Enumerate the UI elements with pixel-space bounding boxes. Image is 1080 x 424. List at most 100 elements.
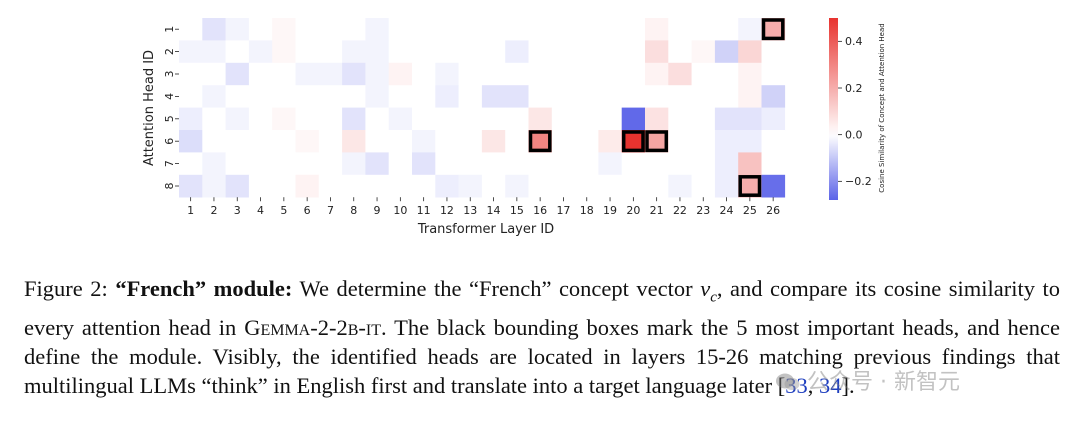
heatmap-cell: [575, 40, 599, 64]
heatmap-cell: [202, 152, 226, 176]
heatmap-cell: [458, 40, 483, 64]
heatmap-cell: [598, 174, 622, 198]
heatmap-cell: [179, 85, 203, 108]
heatmap-cell: [505, 62, 529, 86]
heatmap-cell: [528, 174, 553, 198]
heatmap-cell: [575, 174, 599, 198]
citation-33[interactable]: 33: [785, 373, 808, 398]
heatmap-cell: [761, 85, 786, 108]
x-tick-label: 12: [440, 204, 454, 217]
heatmap-cell: [528, 85, 553, 108]
heatmap-cell: [668, 130, 692, 153]
colorbar-ticks: 0.40.20.0−0.2: [838, 35, 872, 188]
wechat-icon: [776, 373, 800, 390]
heatmap-cell: [738, 40, 762, 64]
heatmap-cell: [342, 174, 366, 198]
heatmap-cell: [248, 152, 273, 176]
x-tick-label: 6: [304, 204, 311, 217]
heatmap-cell: [202, 130, 226, 153]
heatmap-cell: [272, 107, 296, 131]
heatmap-cell: [551, 40, 576, 64]
x-tick-label: 18: [580, 204, 594, 217]
heatmap-cell: [714, 18, 739, 41]
x-tick-label: 19: [603, 204, 617, 217]
heatmap-cell: [551, 174, 576, 198]
heatmap-cell: [458, 130, 483, 153]
heatmap-cell: [458, 174, 483, 198]
heatmap-cell: [528, 130, 553, 153]
heatmap-cell: [621, 130, 646, 153]
highlight-box: [761, 18, 785, 41]
heatmap-cell: [668, 18, 692, 41]
citation-34[interactable]: 34: [819, 372, 842, 398]
heatmap-cell: [645, 174, 669, 198]
heatmap-cell: [691, 62, 716, 86]
heatmap-cell: [388, 40, 413, 64]
heatmap-cell: [621, 174, 646, 198]
heatmap-cell: [435, 85, 459, 108]
heatmap-cell: [458, 62, 483, 86]
heatmap-cell: [248, 174, 273, 198]
heatmap-cell: [458, 18, 483, 41]
x-tick-label: 17: [556, 204, 570, 217]
heatmap-cell: [668, 85, 692, 108]
x-tick-label: 25: [743, 204, 757, 217]
heatmap-cell: [481, 174, 506, 198]
heatmap-cell: [505, 107, 529, 131]
heatmap-cell: [621, 62, 646, 86]
y-tick-label: 8: [163, 183, 176, 190]
highlight-box: [528, 130, 552, 153]
x-axis-label: Transformer Layer ID: [417, 222, 554, 237]
heatmap-cell: [691, 107, 716, 131]
heatmap-cell: [551, 152, 576, 176]
x-tick-label: 21: [650, 204, 664, 217]
heatmap-cell: [412, 174, 436, 198]
x-tick-label: 14: [487, 204, 501, 217]
heatmap-cell: [481, 107, 506, 131]
heatmap-cell: [388, 85, 413, 108]
heatmap-cell: [318, 40, 343, 64]
heatmap-cell: [691, 18, 716, 41]
heatmap-cell: [248, 107, 273, 131]
watermark-text: 公众号 · 新智元: [807, 370, 960, 395]
heatmap-cell: [761, 40, 786, 64]
heatmap-cell: [761, 107, 786, 131]
heatmap-cell: [714, 174, 739, 198]
heatmap-cell: [668, 174, 692, 198]
heatmap-cell: [691, 152, 716, 176]
heatmap-cell: [342, 107, 366, 131]
heatmap-cell: [738, 174, 762, 198]
heatmap-cell: [342, 62, 366, 86]
heatmap-cell: [295, 107, 320, 131]
heatmap-cell: [388, 18, 413, 41]
heatmap-cell: [551, 62, 576, 86]
colorbar-label: Cosine Similarity of Concept and Attenti…: [878, 23, 886, 192]
x-tick-label: 9: [374, 204, 381, 217]
heatmap-cell: [621, 18, 646, 41]
heatmap-cell: [225, 18, 250, 41]
heatmap-cell: [714, 85, 739, 108]
heatmap-cell: [295, 130, 320, 153]
heatmap-cell: [481, 130, 506, 153]
x-tick-label: 20: [626, 204, 640, 217]
watermark: 公众号 · 新智元: [775, 364, 960, 396]
heatmap-cell: [551, 85, 576, 108]
heatmap-cell: [179, 107, 203, 131]
heatmap-cell: [342, 130, 366, 153]
colorbar-tick-label: 0.4: [845, 35, 863, 48]
model-name: Gemma-2-2b-it: [244, 314, 381, 340]
x-tick-label: 8: [350, 204, 357, 217]
heatmap-cell: [691, 85, 716, 108]
heatmap-cell: [179, 62, 203, 86]
heatmap-cells: [179, 18, 786, 198]
heatmap-cell: [738, 62, 762, 86]
heatmap-cell: [225, 152, 250, 176]
y-tick-label: 7: [163, 160, 176, 167]
heatmap-cell: [528, 40, 553, 64]
heatmap-cell: [342, 85, 366, 108]
heatmap-cell: [738, 107, 762, 131]
heatmap-cell: [318, 18, 343, 41]
